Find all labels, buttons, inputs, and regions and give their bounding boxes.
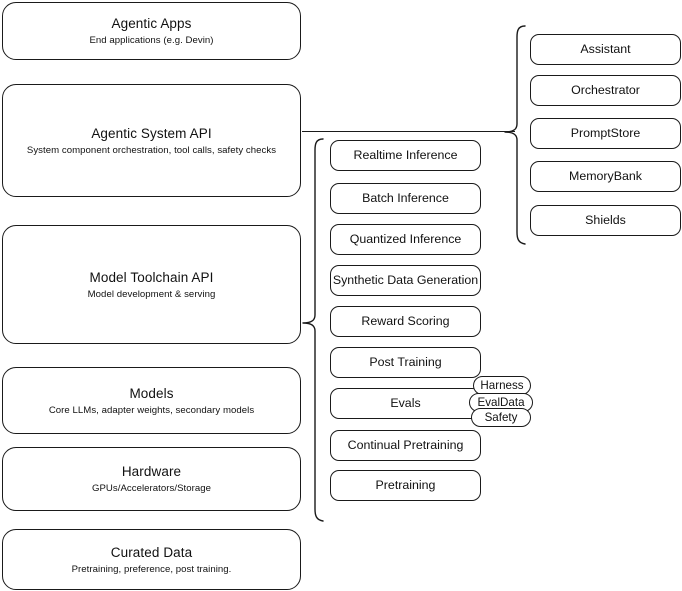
toolchain-item-label: Evals — [390, 396, 421, 410]
layer-title: Agentic Apps — [111, 16, 192, 31]
layer-title: Models — [129, 385, 174, 401]
toolchain-item-evals[interactable]: Evals — [330, 388, 481, 419]
layer-subtitle: Pretraining, preference, post training. — [71, 563, 232, 575]
toolchain-item-batch-inference[interactable]: Batch Inference — [330, 183, 481, 214]
toolchain-item-realtime-inference[interactable]: Realtime Inference — [330, 140, 481, 171]
toolchain-item-pretraining[interactable]: Pretraining — [330, 470, 481, 501]
system-item-orchestrator[interactable]: Orchestrator — [530, 75, 681, 106]
connector-system-api-to-components — [302, 131, 515, 133]
toolchain-item-label: Quantized Inference — [349, 232, 462, 246]
layer-title: Model Toolchain API — [89, 269, 214, 285]
evals-badge-label: Harness — [480, 378, 524, 392]
layer-title: Curated Data — [110, 544, 193, 560]
toolchain-item-continual-pretraining[interactable]: Continual Pretraining — [330, 430, 481, 461]
layer-box-curated-data[interactable]: Curated Data Pretraining, preference, po… — [2, 529, 301, 590]
toolchain-item-synthetic-data-generation[interactable]: Synthetic Data Generation — [330, 265, 481, 296]
layer-subtitle: Core LLMs, adapter weights, secondary mo… — [48, 404, 255, 416]
system-item-promptstore[interactable]: PromptStore — [530, 118, 681, 149]
layer-box-model-toolchain-api[interactable]: Model Toolchain API Model development & … — [2, 225, 301, 344]
toolchain-item-label: Pretraining — [375, 478, 436, 492]
system-item-label: Orchestrator — [571, 83, 640, 97]
toolchain-item-reward-scoring[interactable]: Reward Scoring — [330, 306, 481, 337]
system-item-shields[interactable]: Shields — [530, 205, 681, 236]
layer-box-models[interactable]: Models Core LLMs, adapter weights, secon… — [2, 367, 301, 434]
layer-box-agentic-apps[interactable]: Agentic Apps End applications (e.g. Devi… — [2, 2, 301, 60]
toolchain-item-label: Reward Scoring — [361, 314, 450, 328]
toolchain-item-label: Realtime Inference — [353, 148, 458, 162]
layer-box-agentic-system-api[interactable]: Agentic System API System component orch… — [2, 84, 301, 197]
brace-model-toolchain — [302, 138, 324, 522]
layer-subtitle: End applications (e.g. Devin) — [89, 35, 214, 46]
toolchain-item-post-training[interactable]: Post Training — [330, 347, 481, 378]
toolchain-item-quantized-inference[interactable]: Quantized Inference — [330, 224, 481, 255]
toolchain-item-label: Batch Inference — [362, 191, 449, 205]
layer-subtitle: System component orchestration, tool cal… — [26, 144, 277, 156]
system-item-label: MemoryBank — [569, 169, 642, 183]
system-item-label: Assistant — [580, 42, 631, 56]
system-item-memorybank[interactable]: MemoryBank — [530, 161, 681, 192]
brace-agentic-system-components — [504, 25, 526, 245]
toolchain-item-label: Continual Pretraining — [347, 438, 464, 452]
layer-subtitle: Model development & serving — [87, 288, 216, 300]
evals-badge-safety[interactable]: Safety — [471, 408, 531, 427]
evals-badge-label: EvalData — [477, 395, 525, 409]
system-item-assistant[interactable]: Assistant — [530, 34, 681, 65]
layer-subtitle: GPUs/Accelerators/Storage — [91, 483, 212, 494]
layer-box-hardware[interactable]: Hardware GPUs/Accelerators/Storage — [2, 447, 301, 511]
system-item-label: Shields — [585, 213, 626, 227]
layer-title: Agentic System API — [91, 125, 212, 141]
toolchain-item-label: Post Training — [369, 355, 442, 369]
evals-badge-label: Safety — [484, 410, 518, 424]
layer-title: Hardware — [121, 464, 182, 479]
toolchain-item-label: Synthetic Data Generation — [332, 273, 479, 287]
system-item-label: PromptStore — [570, 126, 641, 140]
